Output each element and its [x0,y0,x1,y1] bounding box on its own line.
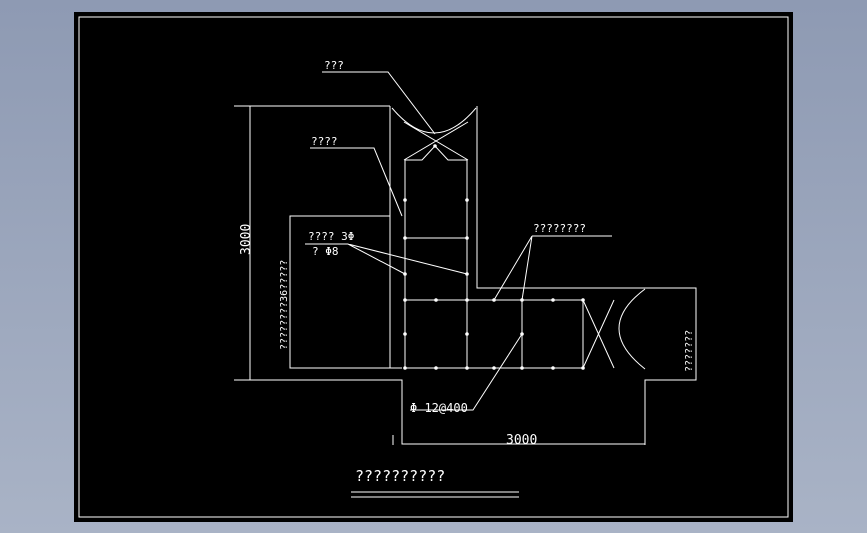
left-vertical-note: ????????36????? [279,260,290,350]
dimension-lines [234,105,646,445]
top-concave-arc [391,107,477,134]
cad-drawing-viewport[interactable]: ??? ???? ???? 3Φ ? Φ8 ???????? Φ 12@400 … [74,12,793,522]
horizontal-dimension-label: 3000 [506,433,537,448]
rebar-cage-horizontal [405,299,584,369]
right-concave-arc [618,288,646,370]
drawing-title: ?????????? [355,467,445,485]
cad-drawing: ??? ???? ???? 3Φ ? Φ8 ???????? Φ 12@400 … [78,16,789,518]
top-x-bracing [403,121,469,161]
title-underline [351,491,519,498]
upper-callout-label: ???? [311,135,338,148]
mid-callout-label-1: ???? 3Φ [308,230,354,243]
drawing-frame [78,16,789,518]
vertical-dimension-label: 3000 [239,224,254,255]
outer-wall-outline [249,105,697,445]
mid-callout-label-2: ? Φ8 [312,245,339,258]
right-callout-label: ???????? [533,222,586,235]
rebar-dots [403,144,585,370]
leader-lines [305,71,612,411]
right-vertical-note: ??????? [684,330,695,372]
top-callout-label: ??? [324,59,344,72]
right-x-bracing [582,299,615,369]
rebar-cage-vertical [404,145,468,368]
vertical-column [389,106,645,368]
rebar-spec-label: Φ 12@400 [410,401,468,415]
